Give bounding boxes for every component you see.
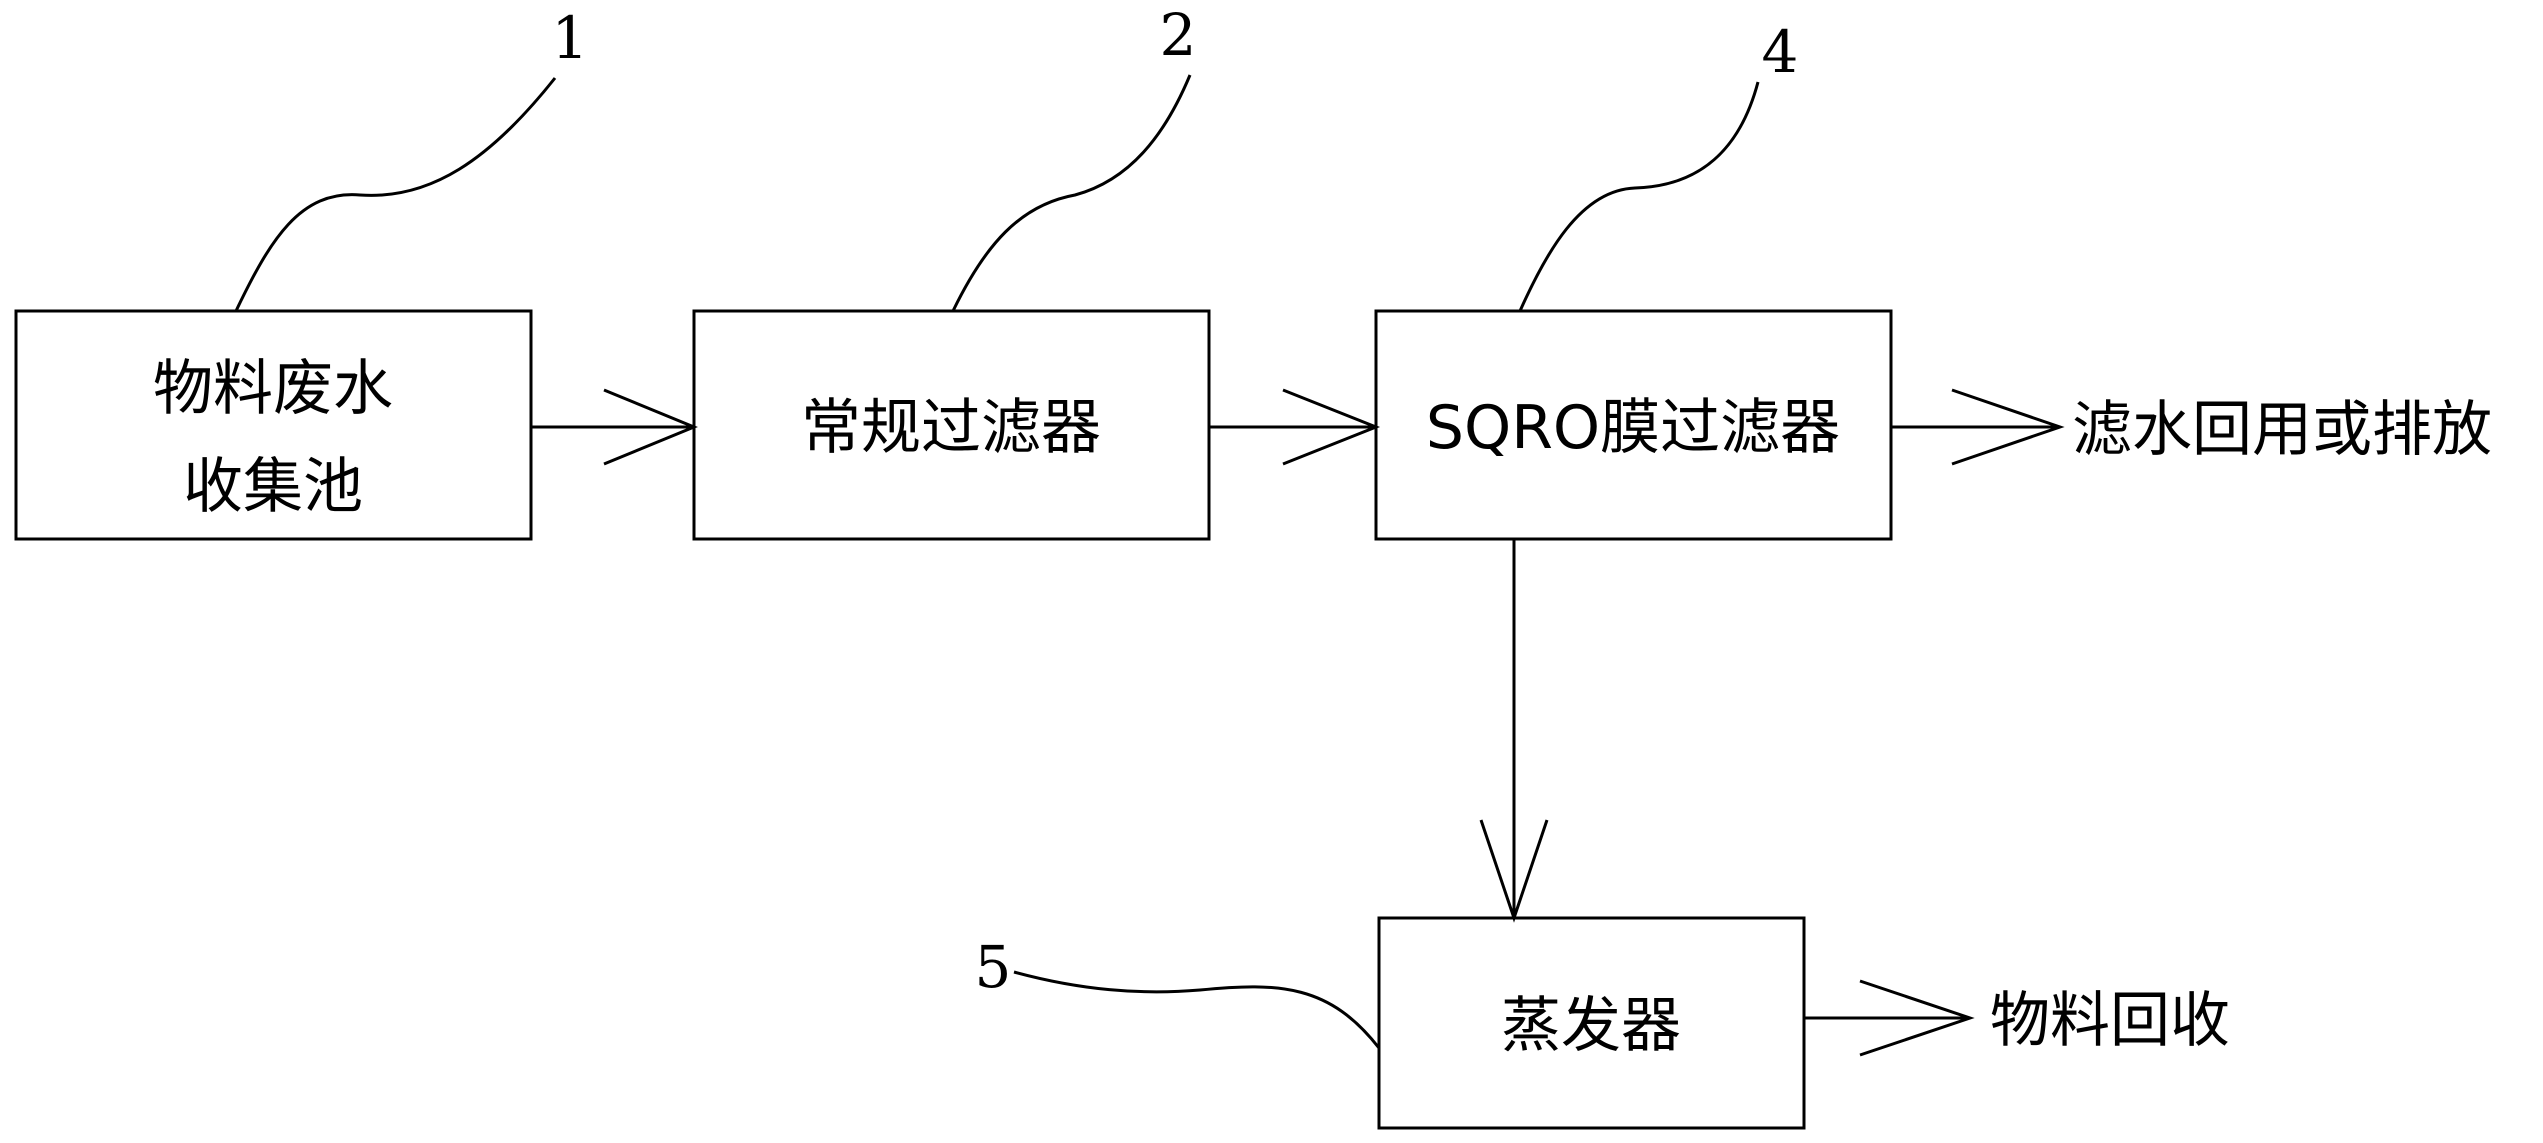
evaporator-box: [1377, 916, 1806, 1130]
arrow-sqro-to-evaporator: [1479, 539, 1549, 923]
conventional-filter-label: 常规过滤器: [801, 393, 1101, 463]
evaporator-label: 蒸发器: [1501, 991, 1681, 1061]
collection-tank-box: [14, 309, 533, 541]
conventional-filter-box: [692, 309, 1211, 541]
leader-ref-1: [234, 77, 557, 312]
leader-ref-5: [1013, 970, 1381, 1049]
ref-numeral-5: 5: [975, 933, 1012, 1001]
arrow-filter-to-sqro: [1209, 388, 1381, 466]
arrow-evaporator-to-recovery: [1804, 979, 1975, 1057]
filtrate-output-label: 滤水回用或排放: [2072, 395, 2492, 465]
sqro-membrane-filter-box: [1374, 309, 1893, 541]
recovery-output-label: 物料回收: [1990, 986, 2230, 1056]
arrow-sqro-to-filtrate: [1891, 388, 2065, 466]
ref-numeral-1: 1: [552, 4, 589, 72]
collection-tank-label-line1: 物料废水: [153, 354, 393, 424]
collection-tank-label-line2: 收集池: [183, 452, 363, 522]
leader-ref-2: [951, 74, 1192, 312]
leader-ref-4: [1518, 81, 1760, 312]
ref-numeral-2: 2: [1160, 1, 1197, 69]
arrow-tank-to-filter: [531, 388, 698, 466]
sqro-membrane-filter-label: SQRO膜过滤器: [1426, 393, 1840, 463]
ref-numeral-4: 4: [1762, 18, 1799, 86]
